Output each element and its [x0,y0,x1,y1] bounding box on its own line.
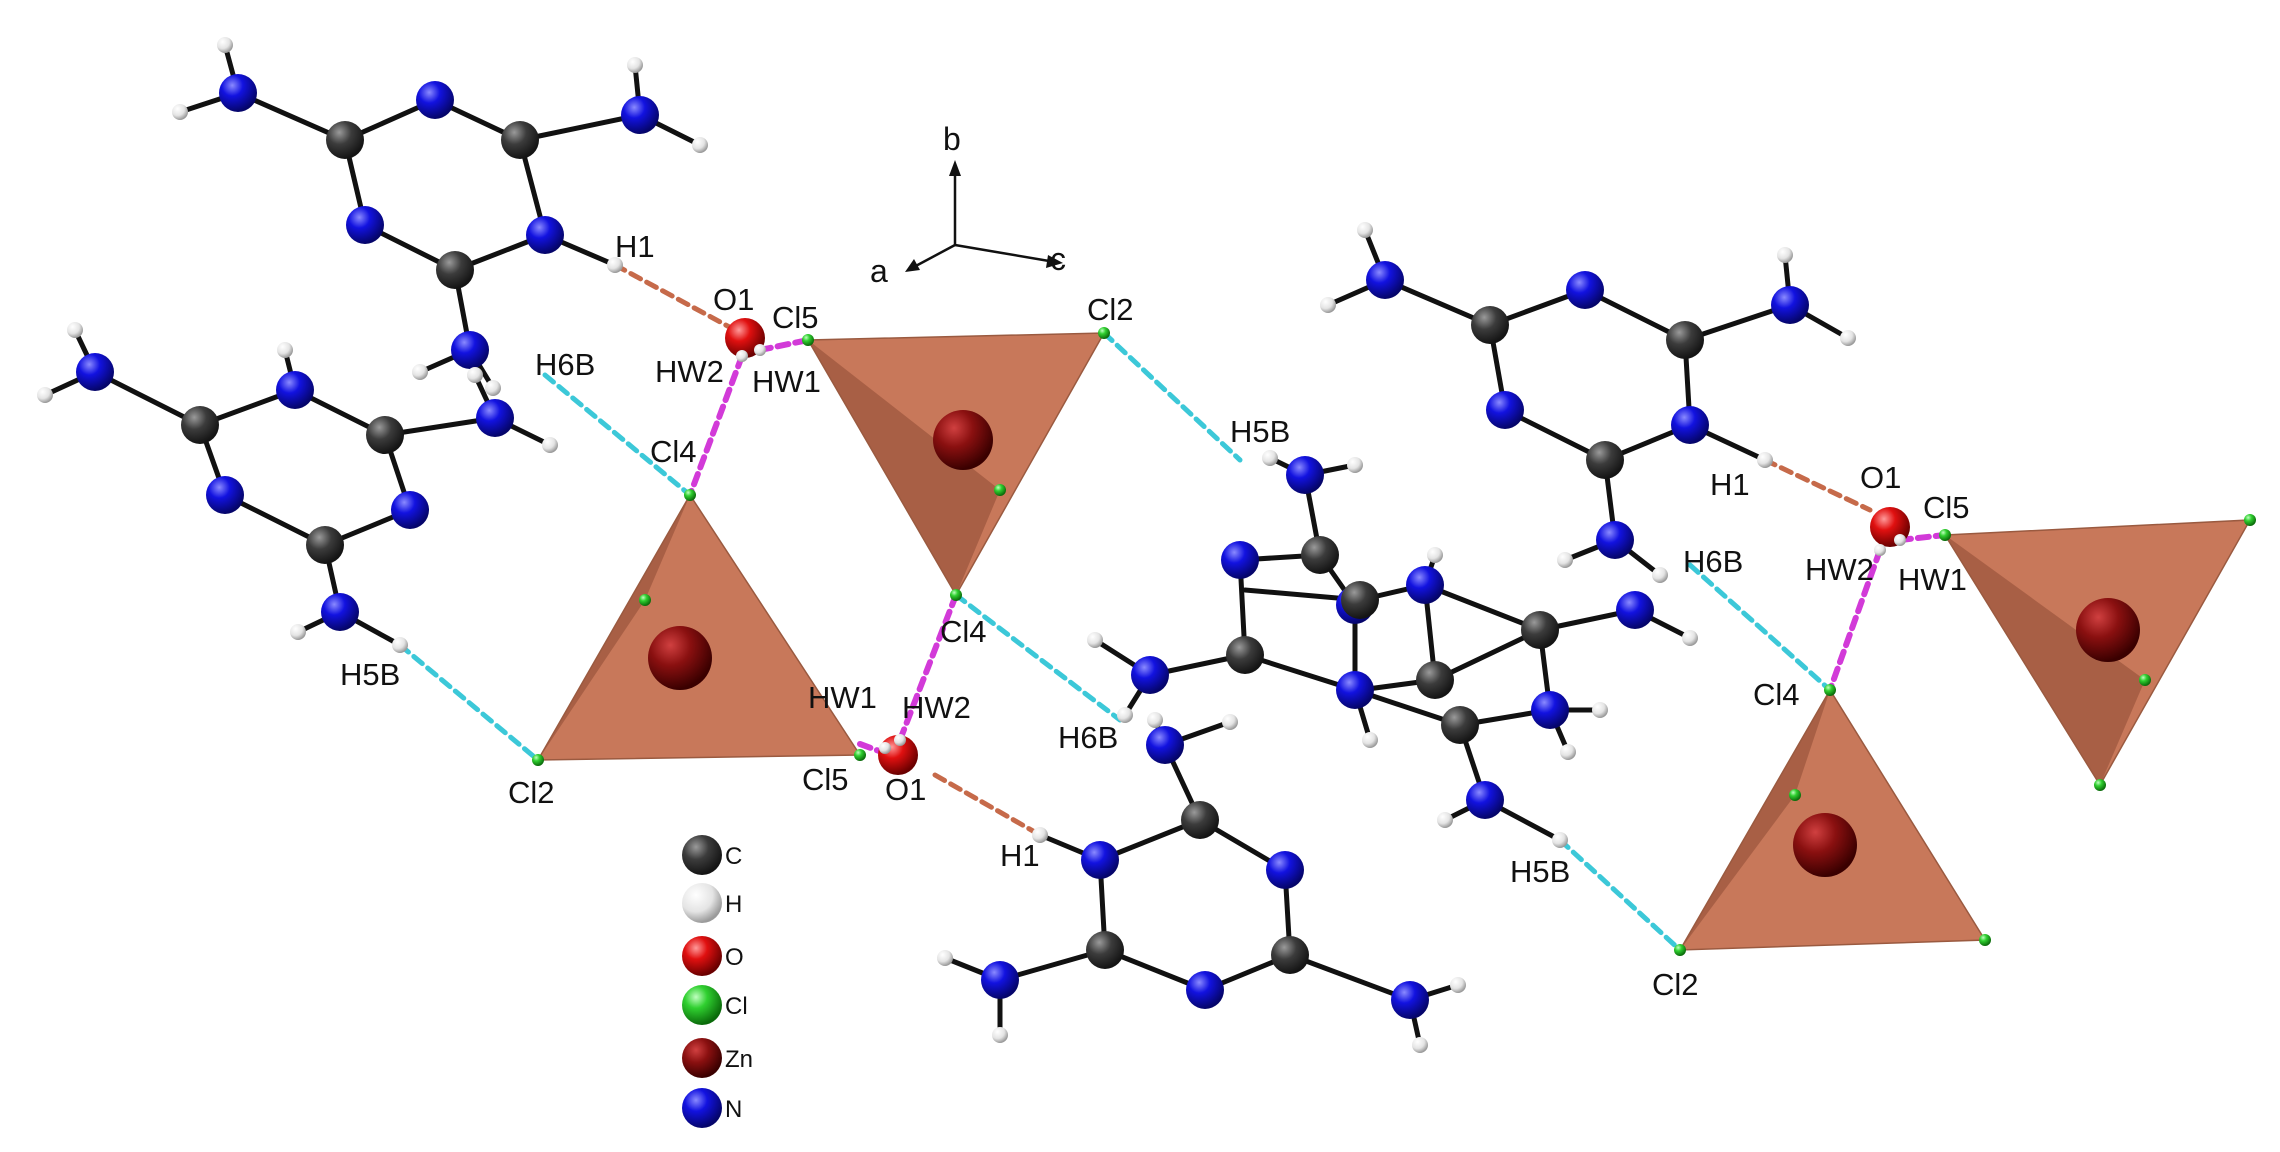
label-o1: O1 [1860,460,1901,495]
label-o1: O1 [885,772,926,807]
legend-item-nitrogen: N [682,1088,742,1128]
label-cl5: Cl5 [802,762,849,797]
legend-item-oxygen: O [682,936,744,976]
label-hw2: HW2 [902,690,971,725]
zinc-atom-icon [682,1038,722,1078]
label-hw1: HW1 [808,680,877,715]
label-cl5: Cl5 [1923,490,1970,525]
legend-label-carbon: C [725,843,742,870]
label-hw1: HW1 [752,364,821,399]
legend-label-nitrogen: N [725,1096,742,1123]
axis-c-label: c [1050,241,1066,277]
legend-label-chlorine: Cl [725,993,748,1020]
label-hw1: HW1 [1898,562,1967,597]
zncl4-tetrahedron-upper [802,327,1110,601]
zinc-atom [1793,813,1857,877]
label-o1: O1 [713,282,754,317]
zinc-atom [648,626,712,690]
axis-a-label: a [870,253,888,289]
label-h5b: H5B [340,657,400,692]
carbon-atom-icon [682,835,722,875]
legend-item-carbon: C [682,835,742,875]
label-cl2: Cl2 [1652,967,1699,1002]
nitrogen-atom-icon [682,1088,722,1128]
atoms [37,37,1910,1053]
chlorine-atom-icon [682,985,722,1025]
label-cl2: Cl2 [1087,292,1134,327]
element-legend: C H O Cl Zn N [682,835,753,1128]
legend-item-hydrogen: H [682,883,742,923]
label-h1: H1 [1000,838,1040,873]
label-h5b: H5B [1230,414,1290,449]
legend-label-oxygen: O [725,944,744,971]
label-h1: H1 [615,229,655,264]
crystal-axes: b a c [870,121,1066,289]
legend-item-chlorine: Cl [682,985,748,1025]
legend-label-hydrogen: H [725,891,742,918]
label-h6b: H6B [1683,544,1743,579]
zinc-atom [933,410,993,470]
label-h1: H1 [1710,467,1750,502]
label-h6b: H6B [1058,720,1118,755]
label-h5b: H5B [1510,854,1570,889]
oxygen-atom-icon [682,936,722,976]
axis-b-label: b [943,121,961,157]
zncl4-tetrahedron-lower-left [532,489,866,766]
label-cl2: Cl2 [508,775,555,810]
label-cl4: Cl4 [650,434,697,469]
zncl4-tetrahedron-right [1939,514,2256,791]
atom-labels: H1 O1 Cl5 Cl2 HW2 HW1 H6B Cl4 H5B Cl4 HW… [340,229,1970,1002]
zinc-atom [2076,598,2140,662]
label-hw2: HW2 [1805,552,1874,587]
zncl4-tetrahedron-lower-right [1674,684,1991,956]
label-h6b: H6B [535,347,595,382]
label-cl4: Cl4 [1753,677,1800,712]
label-cl4: Cl4 [940,614,987,649]
label-hw2: HW2 [655,354,724,389]
hydrogen-atom-icon [682,883,722,923]
hydrogen-bonds [397,262,1948,953]
legend-label-zinc: Zn [725,1046,753,1073]
label-cl5: Cl5 [772,300,819,335]
legend-item-zinc: Zn [682,1038,753,1078]
